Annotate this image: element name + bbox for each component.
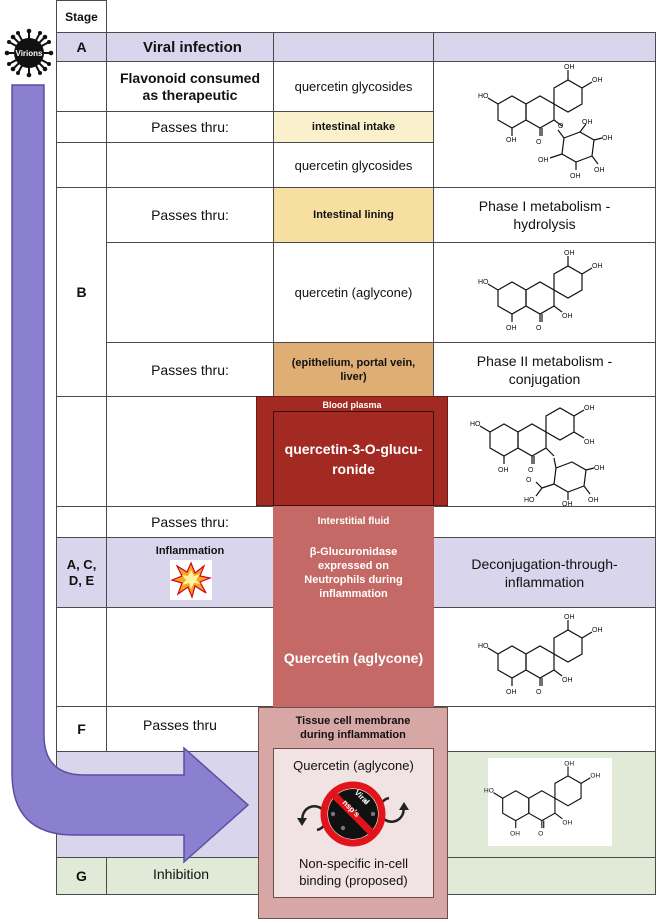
svg-text:O: O (526, 477, 532, 484)
svg-text:OH: OH (592, 627, 603, 634)
stage-cell: G (56, 857, 107, 895)
deconjugation-label: Deconjugation-through-inflammation (433, 537, 656, 608)
svg-text:OH: OH (564, 64, 575, 71)
svg-text:HO: HO (524, 497, 535, 504)
no-viral-nsps-icon (297, 781, 409, 847)
cell (433, 506, 656, 538)
svg-text:OH: OH (564, 761, 574, 768)
inflammation-label: Inflammation (155, 545, 225, 557)
svg-text:O: O (528, 467, 534, 474)
pathway-arrow (11, 84, 250, 864)
cell (433, 857, 656, 895)
svg-text:OH: OH (510, 831, 520, 838)
molecule-quercetin-glycoside: HO OH O OH OH O OH OH OH OH OH (478, 64, 613, 180)
svg-text:OH: OH (506, 689, 517, 696)
svg-text:OH: OH (592, 77, 603, 84)
svg-text:OH: OH (562, 819, 572, 826)
svg-text:HO: HO (478, 643, 489, 650)
tissue-membrane-label: Tissue cell membrane during inflammation (295, 715, 411, 741)
svg-text:OH: OH (588, 497, 599, 504)
molecule-quercetin-aglycone: HO OH O OH OH OH (478, 250, 603, 332)
blood-plasma-label: Blood plasma (322, 400, 382, 410)
molecule-quercetin-aglycone-2: HO OH O OH OH OH (478, 614, 603, 696)
svg-text:HO: HO (484, 788, 494, 795)
molecule-white-card (488, 758, 612, 846)
phase-2-metabolism-label: Phase II metabolism - conjugation (433, 342, 656, 397)
glucuronidase-label: β-Glucuronidase expressed on Neutrophils… (304, 546, 403, 600)
svg-text:O: O (536, 139, 542, 146)
intestinal-intake-label: intestinal intake (273, 111, 434, 143)
svg-text:OH: OH (594, 167, 605, 174)
virion-icon (4, 28, 54, 78)
svg-text:OH: OH (590, 773, 600, 780)
svg-text:OH: OH (564, 614, 575, 621)
cell (433, 706, 656, 752)
svg-text:OH: OH (592, 263, 603, 270)
epithelium-label: (epithelium, portal vein, liver) (273, 342, 434, 397)
quercetin-glycosides-label: quercetin glycosides (273, 142, 434, 188)
svg-text:O: O (558, 123, 564, 130)
svg-text:OH: OH (602, 135, 613, 142)
molecule-quercetin-glucuronide: HO OH O OH OH OH OH OH O HO (470, 405, 605, 506)
nonspecific-binding-label: Non-specific in-cell binding (proposed) (298, 856, 409, 888)
svg-text:OH: OH (582, 119, 593, 126)
explosion-icon (170, 560, 212, 600)
svg-text:OH: OH (538, 157, 549, 164)
phase-1-metabolism-label: Phase I metabolism - hydrolysis (433, 187, 656, 243)
quercetin-glycosides-label: quercetin glycosides (273, 61, 434, 112)
svg-text:OH: OH (506, 325, 517, 332)
cell (273, 32, 434, 62)
virions-label: Virions (15, 48, 43, 58)
svg-text:HO: HO (478, 279, 489, 286)
molecule-quercetin-aglycone-3: HO OH O OH OH OH (484, 761, 600, 838)
svg-text:O: O (536, 689, 542, 696)
svg-text:OH: OH (562, 313, 573, 320)
blood-plasma-box (256, 396, 448, 506)
svg-text:OH: OH (562, 677, 573, 684)
quercetin-aglycone-label: quercetin (aglycone) (273, 242, 434, 343)
quercetin-glucuronide-label: quercetin-3-O-glucu-ronide (273, 411, 434, 506)
svg-text:OH: OH (594, 465, 605, 472)
svg-text:OH: OH (584, 405, 595, 412)
svg-text:OH: OH (564, 250, 575, 257)
interstitial-fluid-column (273, 506, 434, 708)
intestinal-lining-label: Intestinal lining (273, 187, 434, 243)
svg-text:HO: HO (470, 421, 481, 428)
svg-text:OH: OH (562, 501, 573, 506)
interstitial-fluid-label: Interstitial fluid (317, 515, 390, 527)
svg-text:OH: OH (584, 439, 595, 446)
stage-header: Stage (56, 0, 107, 33)
svg-text:OH: OH (570, 173, 581, 180)
svg-text:HO: HO (478, 93, 489, 100)
stage-cell: A (56, 32, 107, 62)
quercetin-aglycone-red-label: Quercetin (aglycone) (283, 650, 424, 666)
quercetin-aglycone-cell-label: Quercetin (aglycone) (293, 757, 414, 773)
svg-text:O: O (536, 325, 542, 332)
cell (433, 32, 656, 62)
stage-cell: A, C, D, E (56, 537, 107, 608)
svg-text:OH: OH (506, 137, 517, 144)
svg-text:O: O (538, 831, 543, 838)
svg-text:OH: OH (498, 467, 509, 474)
